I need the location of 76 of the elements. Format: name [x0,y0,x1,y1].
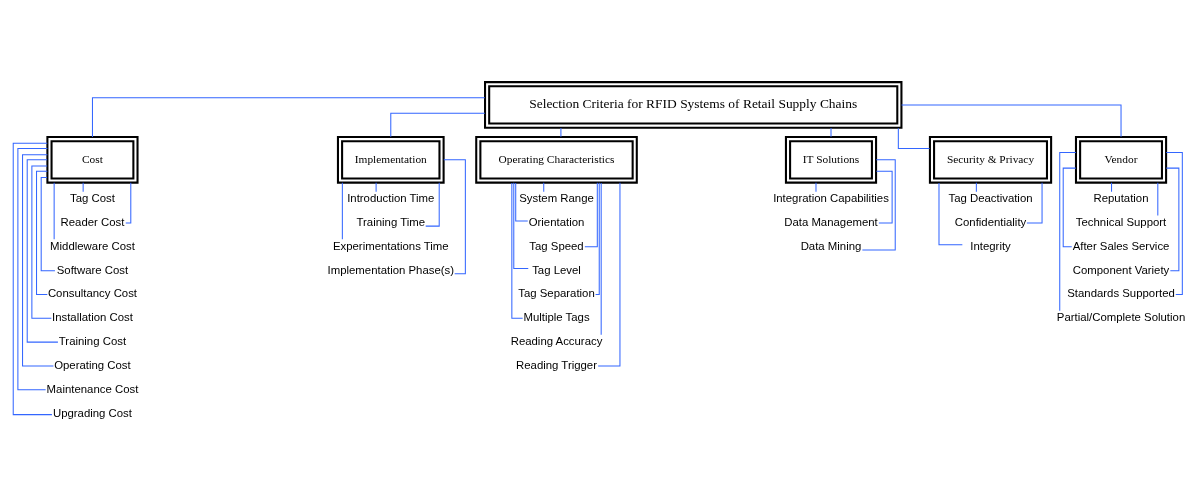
connector [389,112,485,137]
connector [124,181,131,224]
node-text: Training Cost [58,334,126,347]
node-text: Introduction Time [346,191,434,204]
node-box: Operating Characteristics [474,135,638,184]
node-box: Security & Privacy [928,135,1052,184]
connector [594,181,600,295]
connector [900,103,1122,137]
connector [897,127,930,149]
connector [937,182,963,245]
node-box: Vendor [1074,135,1167,184]
connector [542,181,544,192]
connector [514,181,528,221]
connector [1165,167,1179,271]
connector [35,170,48,295]
node-text: Multiple Tags [522,310,590,323]
connector [341,181,343,240]
node-text: Tag Speed [528,239,584,252]
connector [975,181,977,192]
node-text: Confidentiality [954,215,1026,228]
node-text: Operating Cost [53,358,131,371]
connector [26,158,58,343]
node-text: Implementation Phase(s) [327,263,454,276]
connector [40,176,55,271]
connector [1058,151,1076,311]
connector [21,153,54,366]
node-text: Integration Capabilities [772,191,889,204]
connector [597,181,620,366]
node-text: Component Variety [1072,263,1169,276]
connector [583,181,598,247]
node-text: Reputation [1093,191,1149,204]
connector [861,158,896,250]
connector [53,181,55,240]
node-text: Reading Trigger [515,358,597,371]
node-box: Cost [45,135,139,184]
connector [1165,151,1183,295]
connector [875,170,893,224]
connector [512,181,529,269]
node-text: Training Time [356,215,425,228]
node-box: Selection Criteria for RFID Systems of Retail Supply Chains [483,80,902,129]
node-text: Tag Deactivation [947,191,1033,204]
node-box: Implementation [336,135,445,184]
node-text: Installation Cost [51,310,133,323]
node-text: System Range [518,191,594,204]
node-text: Data Mining [800,239,861,252]
node-text: Maintenance Cost [46,382,138,395]
node-text: Technical Support [1075,215,1166,228]
node-text: Reading Accuracy [510,334,602,347]
node-text: After Sales Service [1072,239,1169,252]
node-text: Consultancy Cost [47,286,137,299]
node-text: Software Cost [56,263,128,276]
connector [1110,181,1112,192]
connector [30,165,52,319]
node-text: Tag Level [531,263,581,276]
node-text: Integrity [969,239,1011,252]
node-text: Reader Cost [60,215,124,228]
connector [442,158,466,274]
node-text: Tag Cost [69,191,115,204]
connector [1062,167,1076,247]
node-text: Standards Supported [1066,286,1175,299]
node-text: Data Management [783,215,878,228]
node-box: IT Solutions [784,135,877,184]
node-text: Upgrading Cost [52,406,132,419]
node-text: Partial/Complete Solution [1056,310,1185,323]
connector [375,181,377,192]
connector [82,181,84,192]
connector [559,126,561,137]
connector [600,181,602,335]
node-text: Experimentations Time [332,239,449,252]
node-text: Orientation [528,215,584,228]
node-text: Tag Separation [517,286,595,299]
connector [12,142,52,415]
connector [1156,181,1158,216]
connector [16,147,48,390]
node-text: Middleware Cost [49,239,135,252]
connector [91,96,485,138]
